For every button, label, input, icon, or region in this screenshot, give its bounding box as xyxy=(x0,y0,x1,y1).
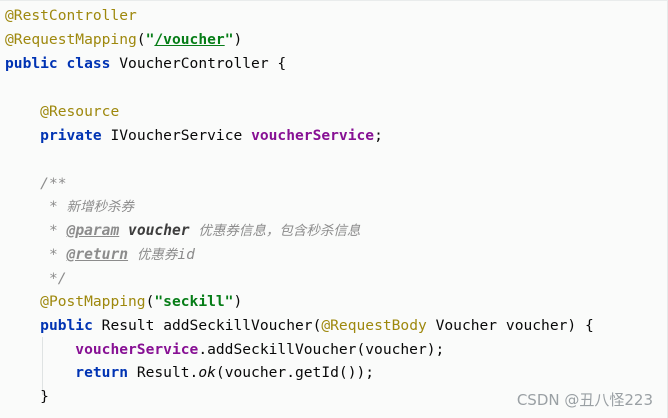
javadoc-star: * xyxy=(48,222,58,239)
code-line-6: private IVoucherService voucherService; xyxy=(5,126,383,146)
method-args: (voucher.getId()); xyxy=(215,364,375,381)
javadoc-star: * xyxy=(48,246,58,263)
result-class: Result. xyxy=(136,364,199,381)
javadoc-star: * xyxy=(48,198,58,215)
field-voucher-service-ref: voucherService xyxy=(75,341,199,358)
javadoc-param-name: voucher xyxy=(128,222,190,239)
javadoc-close: */ xyxy=(48,270,67,287)
watermark-text: CSDN @丑八怪223 xyxy=(516,391,653,409)
method-call: .addSeckillVoucher(voucher); xyxy=(198,341,445,358)
string-quote-close: " xyxy=(224,31,234,48)
code-line-12: */ xyxy=(5,269,67,289)
code-line-1: @RestController xyxy=(5,6,137,26)
method-name: addSeckillVoucher xyxy=(163,317,313,334)
param-name: voucher xyxy=(505,317,568,334)
javadoc-open: /** xyxy=(40,175,67,192)
open-paren: ( xyxy=(312,317,322,334)
keyword-return: return xyxy=(75,364,129,381)
close-brace: } xyxy=(40,388,49,405)
code-line-17: } xyxy=(5,387,49,407)
code-line-15: voucherService.addSeckillVoucher(voucher… xyxy=(5,340,444,360)
javadoc-return-suffix: id xyxy=(177,246,195,263)
open-brace: { xyxy=(277,55,287,72)
code-line-9: * 新增秒杀券 xyxy=(5,197,134,217)
javadoc-description: 新增秒杀券 xyxy=(66,199,135,215)
param-type: Voucher xyxy=(435,317,498,334)
annotation-post-mapping: @PostMapping xyxy=(40,293,146,310)
semicolon: ; xyxy=(374,127,383,144)
code-line-14: public Result addSeckillVoucher(@Request… xyxy=(5,316,594,336)
field-voucher-service: voucherService xyxy=(251,127,375,144)
open-paren: ( xyxy=(136,31,146,48)
javadoc-return-description: 优惠券 xyxy=(136,247,178,263)
close-paren: ) xyxy=(233,293,243,310)
annotation-rest-controller: @RestController xyxy=(5,7,137,24)
string-quote-open: " xyxy=(145,31,155,48)
javadoc-return-tag: @return xyxy=(66,246,129,263)
annotation-resource: @Resource xyxy=(40,103,120,120)
string-path[interactable]: /voucher xyxy=(154,31,225,48)
keyword-private: private xyxy=(40,127,102,144)
return-type: Result xyxy=(101,317,155,334)
annotation-request-mapping: @RequestMapping xyxy=(5,31,137,48)
code-line-10: * @param voucher 优惠券信息，包含秒杀信息 xyxy=(5,221,360,241)
code-line-16: return Result.ok(voucher.getId()); xyxy=(5,363,374,383)
code-line-2: @RequestMapping("/voucher") xyxy=(5,30,242,50)
code-line-13: @PostMapping("seckill") xyxy=(5,292,242,312)
code-line-3: public class VoucherController { xyxy=(5,54,286,74)
open-brace: { xyxy=(585,317,594,334)
javadoc-param-description: 优惠券信息，包含秒杀信息 xyxy=(198,223,361,239)
code-line-11: * @return 优惠券id xyxy=(5,245,195,265)
open-paren: ( xyxy=(145,293,155,310)
keyword-public: public xyxy=(5,55,58,72)
javadoc-param-tag: @param xyxy=(66,222,120,239)
indent-guide xyxy=(42,337,43,395)
keyword-class: class xyxy=(66,55,111,72)
string-seckill: "seckill" xyxy=(154,293,234,310)
class-name: VoucherController xyxy=(119,55,269,72)
close-paren: ) xyxy=(567,317,577,334)
static-method-ok: ok xyxy=(198,364,216,381)
close-paren: ) xyxy=(233,31,243,48)
annotation-request-body: @RequestBody xyxy=(321,317,427,334)
code-line-8: /** xyxy=(5,174,67,194)
keyword-public: public xyxy=(40,317,93,334)
field-type: IVoucherService xyxy=(110,127,243,144)
code-line-5: @Resource xyxy=(5,102,119,122)
